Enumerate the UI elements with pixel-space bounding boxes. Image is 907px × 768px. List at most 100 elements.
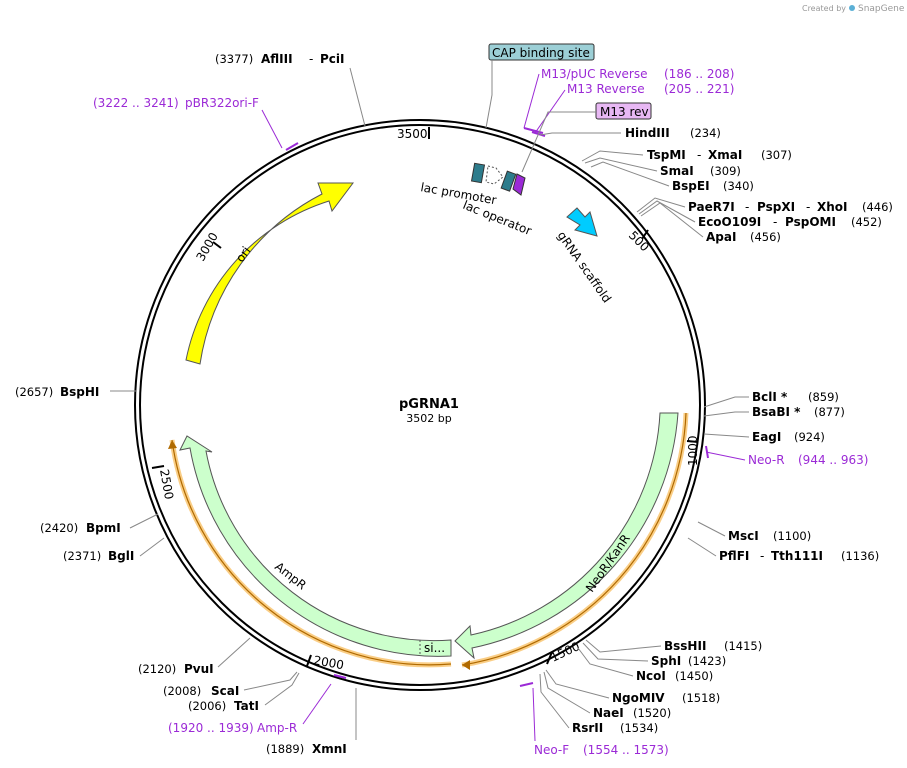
feature-ampr[interactable]: AmpR si... [179,435,452,657]
m13rev-range: (205 .. 221) [664,82,734,96]
site-ncoi[interactable]: NcoI (1450) [577,647,713,683]
site-scai[interactable]: (2008) ScaI [163,671,298,698]
tsp-name2: XmaI [708,148,742,162]
svg-text:-: - [773,215,777,229]
cap-box [488,43,595,61]
bsab-leader [703,411,749,417]
neof-name: Neo-F [534,743,569,757]
sma-leader [584,157,658,172]
primer-m13-reverse[interactable]: M13 Reverse (205 .. 221) [531,82,734,137]
primer-m13-rev-box[interactable]: M13 rev [521,102,652,173]
tick-1500: 1500 [548,639,582,665]
site-bsphi[interactable]: (2657) BspHI [15,385,136,399]
primer-neo-r[interactable]: Neo-R (944 .. 963) [705,445,868,467]
sma-name: SmaI [660,164,694,178]
eag-num: (924) [794,430,825,444]
site-smai[interactable]: SmaI (309) [584,157,741,178]
neor-primer-range: (944 .. 963) [798,453,868,467]
lac-promoter-box [470,162,486,184]
nae-num: (1520) [633,706,671,720]
primer-m13-puc-reverse[interactable]: M13/pUC Reverse (186 .. 208) [523,67,734,134]
bsph-name: BspHI [60,385,99,399]
neof-leader [532,687,536,742]
hind-leader [539,132,621,136]
site-afliii-pcii[interactable]: (3377) AflIII - PciI [215,52,366,127]
primer-pbr322ori-f[interactable]: (3222 .. 3241) pBR322ori-F [93,96,299,151]
nae-leader [543,671,591,714]
hind-name: HindIII [625,126,670,140]
sca-name: ScaI [211,684,239,698]
afl-num: (3377) [215,52,253,66]
site-ngomiv[interactable]: NgoMIV (1518) [545,669,720,705]
lac-operator-label: lac operator [461,198,534,238]
bpm-num: (2420) [40,521,78,535]
site-bsabi[interactable]: BsaBI * (877) [703,405,845,419]
ampr-orf-arrowhead [168,440,177,449]
primer-amp-r[interactable]: (1920 .. 1939) Amp-R [168,674,347,735]
feature-neor-kanr[interactable]: NeoR/KanR [454,412,679,660]
ampr-primer-leader [302,683,332,725]
feature-grna-scaffold[interactable]: gRNA scaffold [555,207,614,305]
nae-name: NaeI [593,706,624,720]
site-hindiii[interactable]: HindIII (234) [539,126,721,140]
cap-binding-site-callout[interactable]: CAP binding site [485,43,595,129]
site-bgli[interactable]: (2371) BglI [63,537,165,563]
site-bsshii[interactable]: BssHII (1415) [585,639,762,653]
tick-2000: 2000 [312,653,345,672]
ampr-signal-label: si... [424,641,445,655]
neor-label: NeoR/KanR [583,532,633,595]
pbr-range: (3222 .. 3241) [93,96,179,110]
pbr-leader [261,109,283,149]
ngo-leader [545,669,610,699]
site-bspei[interactable]: BspEI (340) [590,161,754,193]
pvu-name: PvuI [184,662,214,676]
site-bcli[interactable]: BclI * (859) [703,390,839,408]
tsp-leader [581,150,644,162]
tick-2500: 2500 [157,468,176,501]
site-xmni[interactable]: (1889) XmnI [266,688,357,756]
tick-mark-1500 [546,651,553,665]
bcl-leader [703,396,749,408]
bspe-num: (340) [723,179,754,193]
tat-num: (2006) [188,699,226,713]
site-apai[interactable]: ApaI (456) [640,202,781,244]
site-tati[interactable]: (2006) TatI [188,672,300,713]
lac-operator-box [500,170,517,192]
site-naei[interactable]: NaeI (1520) [543,671,671,720]
pbr-name: pBR322ori-F [185,96,259,110]
ampr-orf-line [171,439,452,666]
sca-leader [243,671,298,691]
pae-num: (446) [862,200,893,214]
site-eagi[interactable]: EagI (924) [703,430,825,444]
primer-neo-f[interactable]: Neo-F (1554 .. 1573) [519,682,669,757]
site-pvui[interactable]: (2120) PvuI [138,637,251,676]
site-msci[interactable]: MscI (1100) [697,521,811,543]
svg-text:-: - [745,200,749,214]
rsr-name: RsrII [572,721,603,735]
tick-mark-500 [641,229,649,240]
pfl-name2: Tth111I [771,549,823,563]
pfl-leader [687,537,717,557]
bgl-name: BglI [108,549,134,563]
ngo-num: (1518) [682,691,720,705]
neor-primer-mark [705,445,709,459]
neor-arrow [454,412,679,660]
svg-text:-: - [806,200,810,214]
site-ecoo109i-psp0mi[interactable]: EcoO109I - PspOMI (452) [638,200,882,229]
pae-leader [636,197,686,213]
ngo-name: NgoMIV [612,691,665,705]
site-sphi[interactable]: SphI (1423) [582,642,726,668]
site-bpmi[interactable]: (2420) BpmI [40,513,159,535]
bss-name: BssHII [664,639,706,653]
tick-mark-2000 [306,654,312,667]
site-plffi-tth111i[interactable]: PflFI - Tth111I (1136) [687,537,879,563]
bspe-leader [590,161,670,187]
plasmid-name: pGRNA1 [399,397,459,412]
bgl-leader [139,537,165,557]
site-paer7i-pspxi-xhoi[interactable]: PaeR7I - PspXI - XhoI (446) [636,197,893,214]
site-tspmi-xmai[interactable]: TspMI - XmaI (307) [581,148,792,162]
site-rsrii[interactable]: RsrII (1534) [539,673,658,735]
afl-leader [349,67,366,127]
feature-lac[interactable]: lac promoter lac operator [419,162,534,238]
